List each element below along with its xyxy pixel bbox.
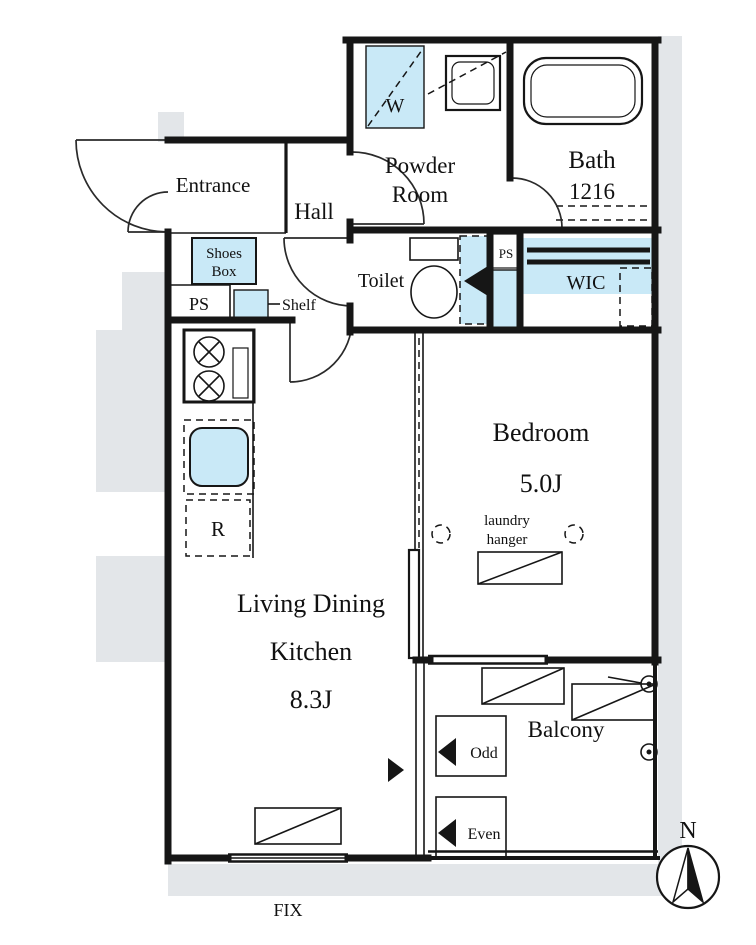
wic-hanger-pipes [527,247,650,265]
wet-area-fixtures [367,49,653,327]
bedroom-label: Bedroom [493,418,590,447]
north-label: N [679,818,696,844]
stove-burner-cross [198,341,220,363]
washer-door-dashed [367,49,423,127]
entrance-door-swing [75,139,169,233]
balcony-ac-diagonal-2 [571,683,657,721]
compass-needle-right [687,847,705,905]
shoes-box [191,237,257,285]
gray-strip-right [658,36,682,896]
laundry-hanger-end-icon [564,524,584,544]
toilet-tank [409,237,459,261]
labels: Entrance Hall Powder Room Bath 1216 W To… [176,95,616,920]
hatch-odd-label: Odd [470,745,498,762]
ps-entrance-label: PS [189,294,209,314]
wic-closet-area [522,238,655,294]
ldk-label-2: Kitchen [270,637,352,666]
bedroom-counter-diagonal [477,551,563,585]
bedroom-window [428,654,548,665]
wic-label: WIC [567,272,606,294]
hatch-odd-arrow-icon [438,738,456,766]
bedroom-size-label: 5.0J [520,469,563,498]
balcony-ac-diagonal [481,667,565,705]
laundry-hanger-label-1: laundry [484,513,530,529]
toilet-bowl [410,265,458,319]
entrance-label: Entrance [176,173,251,197]
ldk-size-label: 8.3J [290,685,333,714]
ps-box-small [491,233,521,269]
shelf-box [233,289,269,319]
wash-basin-bowl [451,61,495,105]
doors [75,139,563,383]
entrance-child-swing [127,191,169,233]
shoes-box-label-2: Box [211,264,237,280]
bathtub-inner [530,64,636,118]
pipe-access-arrow-icon [464,266,488,296]
stove-burner-cross [198,375,220,397]
structure-gray-areas [96,36,682,896]
north-compass: N [655,818,721,910]
balcony-door-marker-icon [388,758,404,782]
stove-burner-icon [193,370,225,402]
kitchen-sink [189,427,249,487]
bath-label: Bath [568,147,616,174]
bedroom-balcony-fixtures [254,524,658,858]
fix-window [228,853,348,863]
bath-door-swing [511,177,563,229]
fixtures-blue [189,45,655,487]
balcony-label: Balcony [528,717,605,742]
hall-label: Hall [294,199,334,224]
hatch-even-label: Even [468,826,501,843]
laundry-hanger-end-icon [431,524,451,544]
toilet-label: Toilet [358,270,405,292]
fix-window-label: FIX [273,900,302,920]
ldk-ac-diagonal [254,807,342,845]
balcony-drain-dot [646,681,652,687]
gray-block-left-lower [96,556,168,662]
stove-grill [232,347,249,399]
balcony-drain-dot [646,749,652,755]
gray-band-bottom [168,864,682,896]
shelf-label: Shelf [282,297,316,314]
drain-line [607,676,642,684]
powder-room-label-1: Powder [385,153,456,178]
gray-block-left-mid [96,330,168,492]
thin-lines [168,140,660,863]
powder-room-label-2: Room [392,182,448,207]
kitchen-area [182,328,256,558]
walls [164,36,662,865]
bath-size-label: 1216 [569,179,615,204]
bedroom-sliding-leaf [407,548,421,660]
ps-toilet-label: PS [499,246,513,261]
ldk-label-1: Living Dining [237,589,385,618]
powder-door-swing [351,151,425,225]
laundry-hanger-label-2: hanger [487,532,528,548]
washer-label: W [386,95,405,117]
toilet-door-swing [283,237,353,307]
bath-counter-dashed [556,205,648,221]
refrigerator-label: R [211,517,225,541]
balcony-sliding-door [415,662,425,857]
shoes-box-label-1: Shoes [206,246,242,262]
pipe-space-lower [491,269,521,331]
gray-block-left-upper [122,272,168,330]
ps-partition [168,284,231,320]
stove-burner-icon [193,336,225,368]
powder-dashed-line [427,51,507,95]
ldk-door-swing [289,319,353,383]
hatch-even-arrow-icon [438,819,456,847]
